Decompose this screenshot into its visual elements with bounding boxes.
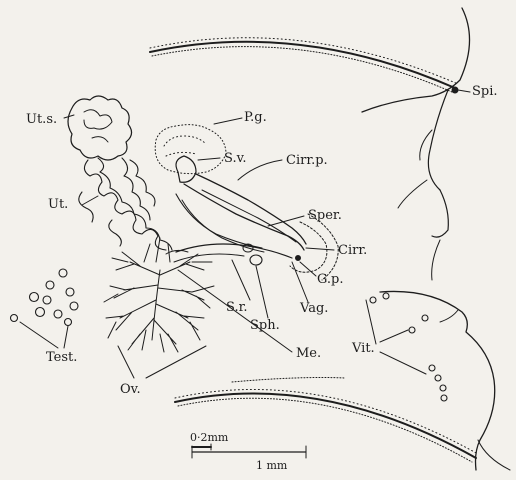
spine-dot xyxy=(452,87,458,93)
label-seminal-vesicle: S.v. xyxy=(224,152,247,165)
scale-label-small: 0·2mm xyxy=(190,432,228,443)
spi-pointer xyxy=(458,90,470,92)
label-mehlis-gland: Me. xyxy=(296,347,321,360)
lower-body-wall xyxy=(175,378,478,463)
oviduct xyxy=(174,254,244,262)
label-seminal-receptacle: S.r. xyxy=(226,301,248,314)
upper-body-wall xyxy=(150,38,458,92)
label-testes: Test. xyxy=(46,351,77,364)
label-sphincter: Sph. xyxy=(250,319,280,332)
cirr-pointer xyxy=(306,248,334,250)
label-genital-pore: G.p. xyxy=(317,273,344,286)
vagina-duct xyxy=(176,244,292,258)
testes xyxy=(11,269,79,326)
ovary xyxy=(104,238,214,352)
uterus-sac xyxy=(68,96,132,160)
label-cirrus-pouch: Cirr.p. xyxy=(286,154,328,167)
label-cirrus: Cirr. xyxy=(338,244,367,257)
label-vitellaria: Vit. xyxy=(352,342,375,355)
seminal-vesicle xyxy=(176,156,196,182)
gp-pointer xyxy=(300,262,316,276)
lower-body-contour xyxy=(380,291,510,470)
label-uterus-sac: Ut.s. xyxy=(26,113,57,126)
label-spermatozoa: Sper. xyxy=(308,209,342,222)
label-uterus: Ut. xyxy=(48,198,68,211)
right-body-contour xyxy=(362,8,470,280)
vitellaria xyxy=(370,293,447,401)
vag-pointer xyxy=(292,262,308,302)
seminal-receptacle xyxy=(250,255,262,265)
coiled-uterus xyxy=(79,158,172,250)
scale-label-large: 1 mm xyxy=(256,460,287,471)
label-spine: Spi. xyxy=(472,85,498,98)
genital-pore xyxy=(296,256,301,261)
cirrus-pouch xyxy=(176,174,338,280)
prostate-gland xyxy=(155,125,226,174)
label-vagina: Vag. xyxy=(300,302,328,315)
label-prostate-gland: P.g. xyxy=(244,111,267,124)
label-ovary: Ov. xyxy=(120,383,141,396)
